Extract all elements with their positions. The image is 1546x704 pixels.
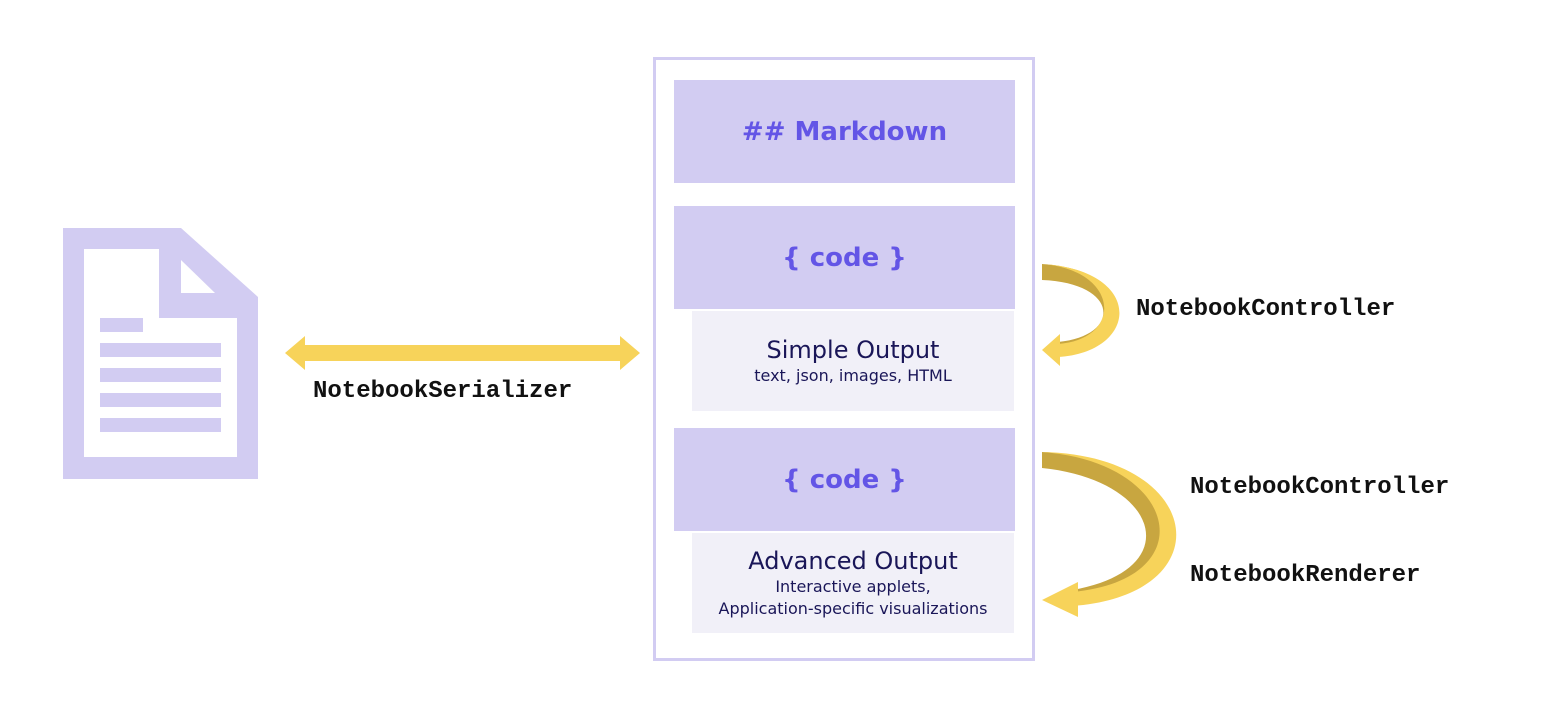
notebook-controller-label-1: NotebookController	[1136, 296, 1396, 323]
controller-curved-arrow-2	[1042, 452, 1177, 617]
markdown-cell-text: ## Markdown	[741, 116, 948, 147]
serializer-double-arrow	[285, 336, 640, 370]
code-cell-1-text: { code }	[782, 242, 907, 273]
simple-output-title: Simple Output	[766, 336, 940, 364]
notebook-controller-label-2: NotebookController	[1190, 474, 1450, 501]
advanced-output-description-line1: Interactive applets,	[775, 577, 931, 596]
notebook-renderer-label: NotebookRenderer	[1190, 562, 1421, 589]
code-cell-1[interactable]: { code }	[674, 206, 1015, 309]
controller-curved-arrow-1	[1042, 264, 1120, 366]
advanced-output-title: Advanced Output	[748, 547, 958, 575]
simple-output-description: text, json, images, HTML	[754, 366, 952, 385]
simple-output: Simple Output text, json, images, HTML	[692, 311, 1014, 411]
notebook-serializer-label: NotebookSerializer	[313, 378, 573, 405]
code-cell-2-text: { code }	[782, 464, 907, 495]
markdown-cell[interactable]: ## Markdown	[674, 80, 1015, 183]
advanced-output-description-line2: Application-specific visualizations	[718, 599, 988, 618]
code-cell-2[interactable]: { code }	[674, 428, 1015, 531]
advanced-output: Advanced Output Interactive applets, App…	[692, 533, 1014, 633]
document-icon	[63, 228, 258, 479]
